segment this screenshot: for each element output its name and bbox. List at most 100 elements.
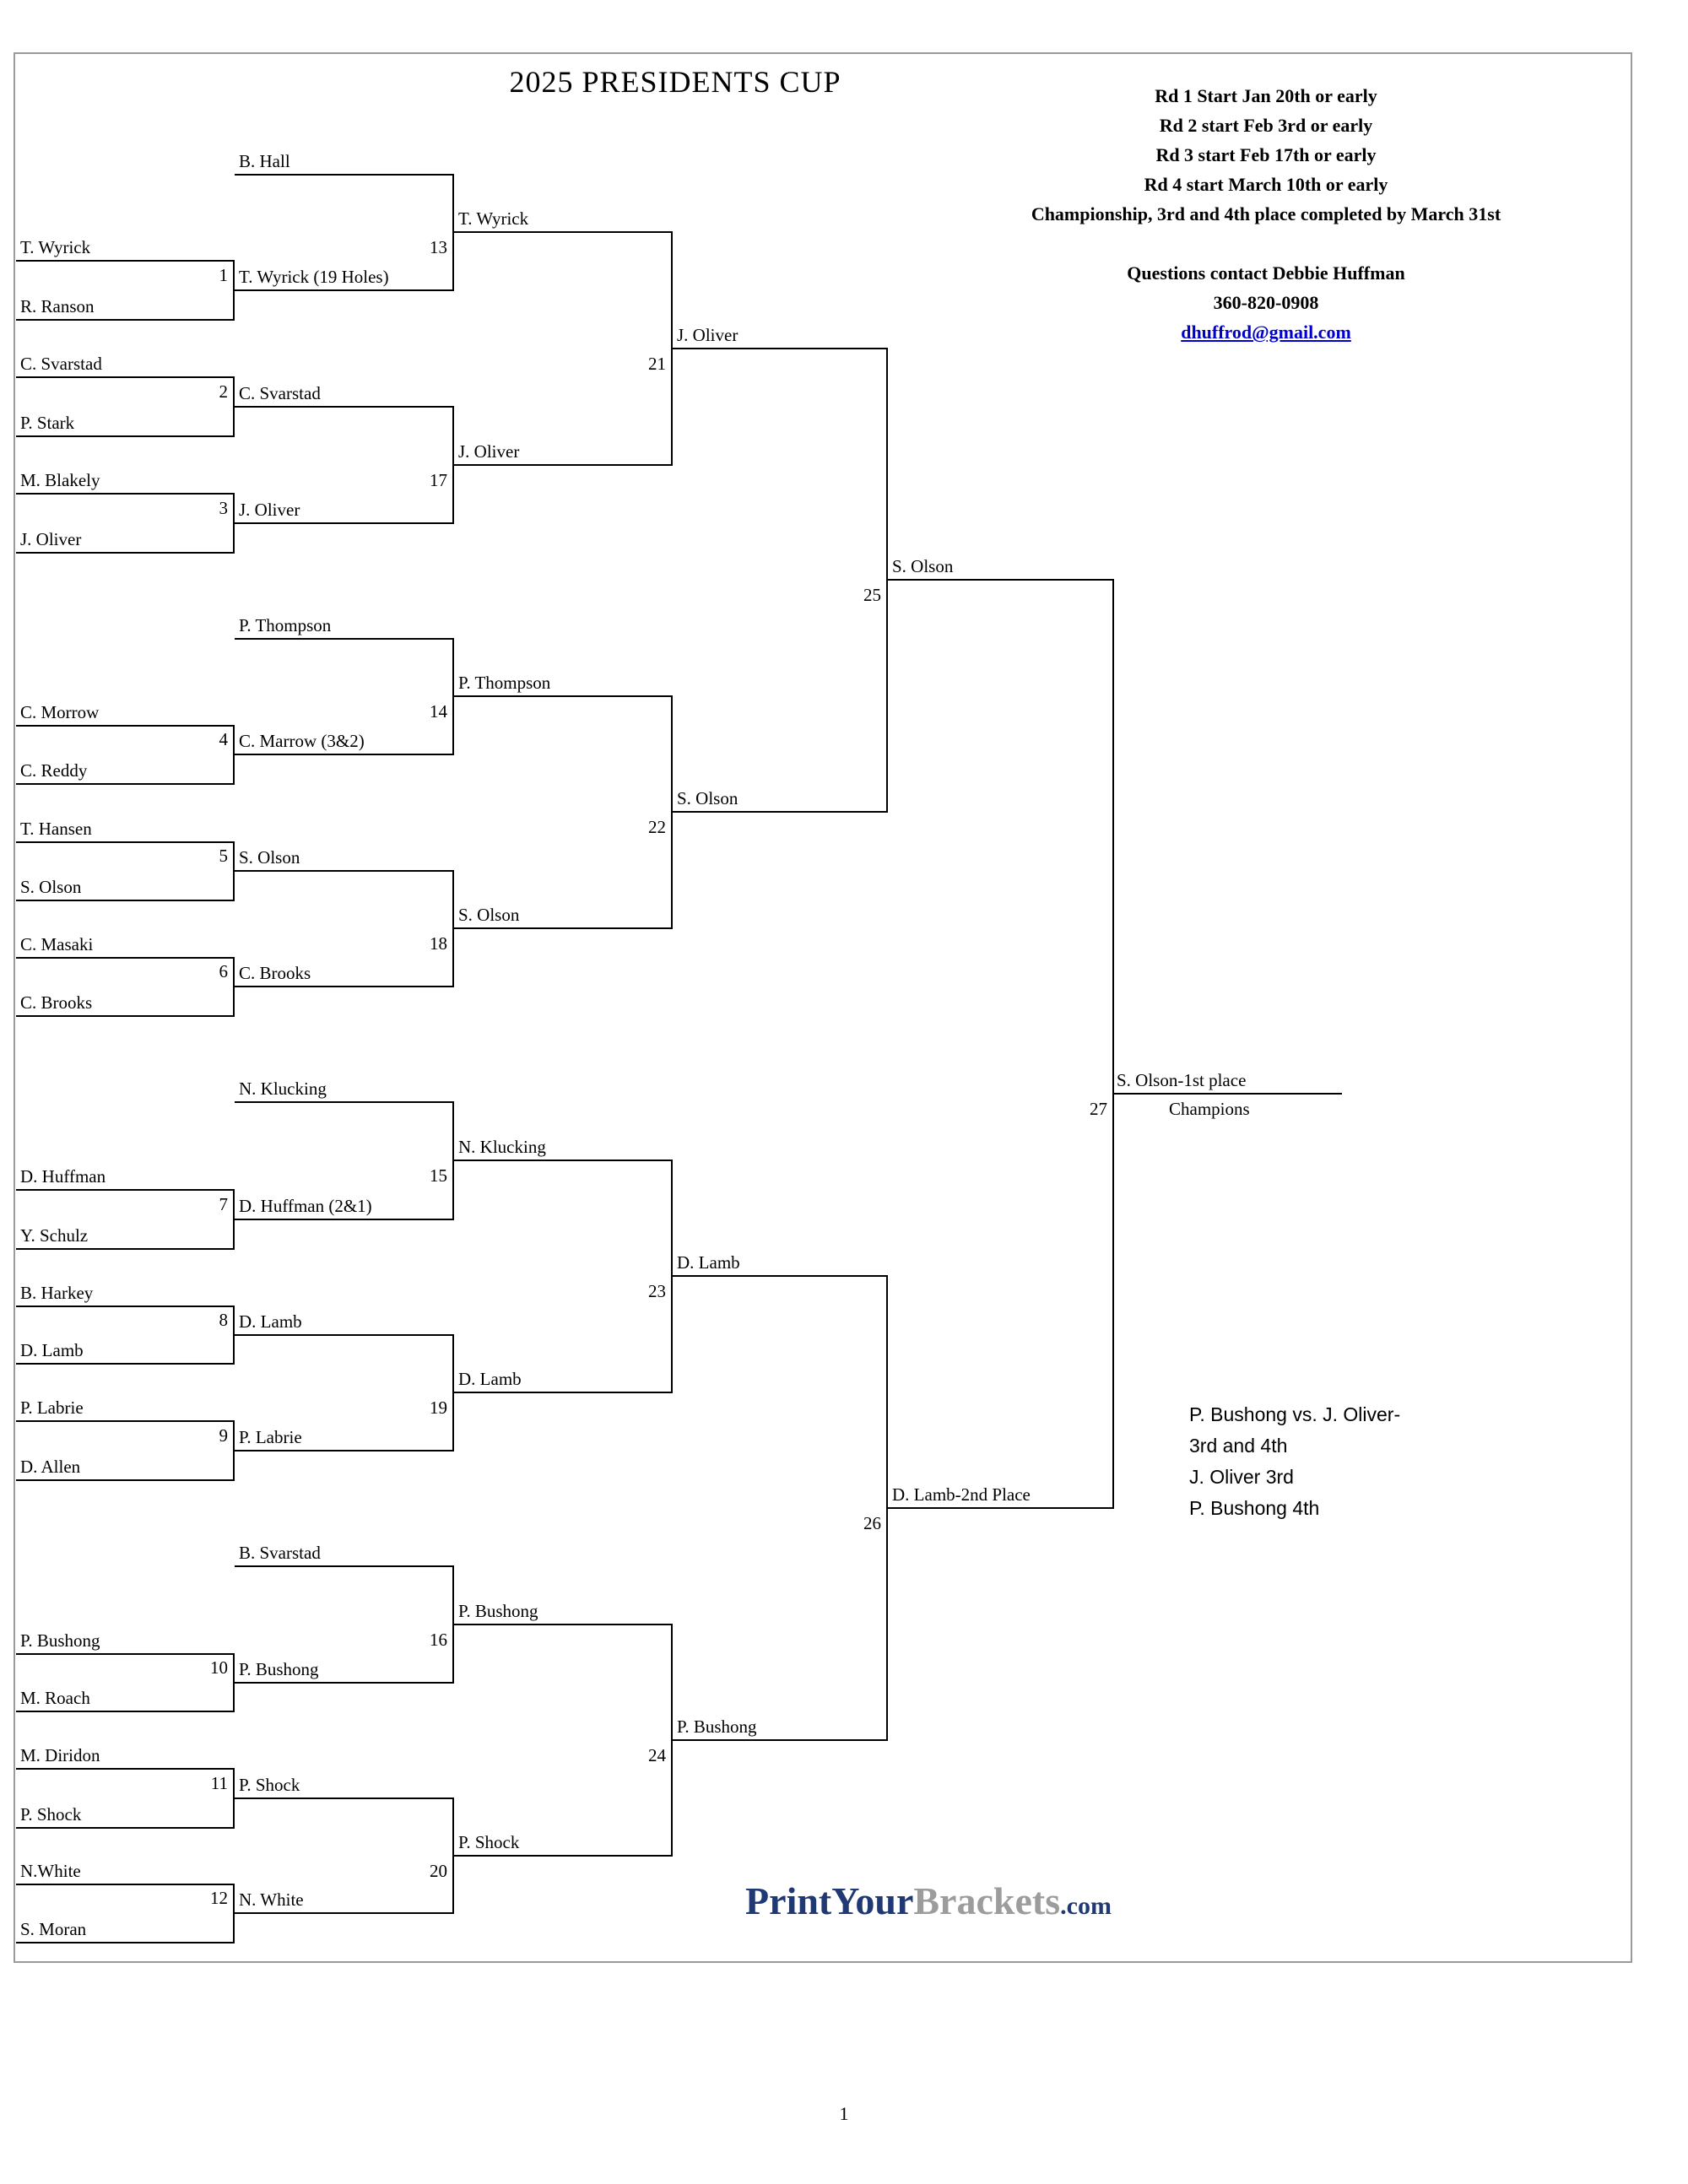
- winner-slot: N. White: [235, 1884, 452, 1914]
- player-slot: C. Brooks: [16, 987, 233, 1017]
- contact-name: Questions contact Debbie Huffman: [1127, 262, 1405, 284]
- match-number: 3: [219, 498, 229, 518]
- player-slot: Y. Schulz: [16, 1219, 233, 1250]
- bracket-connector: [671, 695, 673, 929]
- player-slot: T. Wyrick: [16, 231, 233, 262]
- bracket-connector: [233, 841, 235, 901]
- winner-slot: D. Lamb: [673, 1246, 886, 1277]
- match-number: 26: [863, 1513, 881, 1533]
- bracket-connector: [1112, 579, 1114, 1509]
- bracket-connector: [886, 1275, 888, 1741]
- player-name: J. Oliver: [677, 325, 738, 345]
- winner-slot: S. Olson: [673, 782, 886, 813]
- match-number: 15: [430, 1165, 447, 1186]
- bracket-connector: [233, 957, 235, 1017]
- winner-slot: P. Bushong: [235, 1653, 452, 1684]
- player-slot: M. Roach: [16, 1682, 233, 1712]
- player-slot: R. Ranson: [16, 290, 233, 321]
- bracket-connector: [233, 1653, 235, 1712]
- player-slot: M. Blakely: [16, 464, 233, 495]
- player-name: D. Lamb: [239, 1311, 302, 1332]
- winner-slot: P. Bushong: [454, 1595, 671, 1625]
- player-name: P. Bushong: [458, 1601, 538, 1621]
- player-slot: M. Diridon: [16, 1739, 233, 1770]
- winner-slot: J. Oliver: [673, 319, 886, 349]
- winner-slot: S. Olson: [888, 550, 1112, 581]
- match-number: 4: [219, 729, 229, 749]
- player-name: N.White: [20, 1861, 81, 1881]
- player-name: C. Marrow (3&2): [239, 731, 365, 751]
- winner-slot: S. Olson: [235, 841, 452, 872]
- winner-slot: P. Labrie: [235, 1421, 452, 1451]
- player-slot: J. Oliver: [16, 523, 233, 554]
- winner-slot: P. Shock: [454, 1826, 671, 1857]
- player-name: C. Masaki: [20, 934, 94, 954]
- player-name: M. Blakely: [20, 470, 100, 490]
- match-number: 5: [219, 846, 229, 866]
- champion-slot: S. Olson-1st place: [1112, 1064, 1342, 1095]
- player-name: B. Harkey: [20, 1283, 94, 1303]
- player-slot: T. Hansen: [16, 813, 233, 843]
- contact-email-link[interactable]: dhuffrod@gmail.com: [1181, 322, 1351, 343]
- player-name: P. Bushong: [20, 1630, 100, 1651]
- match-number: 16: [430, 1630, 447, 1650]
- bracket-connector: [233, 493, 235, 554]
- tournament-title: 2025 PRESIDENTS CUP: [509, 65, 841, 99]
- match-number: 12: [210, 1888, 228, 1908]
- winner-slot: C. Svarstad: [235, 377, 452, 408]
- bracket-connector: [886, 348, 888, 813]
- schedule-line: Rd 1 Start Jan 20th or early: [1155, 85, 1377, 106]
- player-name: P. Shock: [458, 1832, 520, 1852]
- match-number: 22: [648, 817, 666, 837]
- player-name: S. Olson: [677, 788, 738, 808]
- footer-logo: PrintYourBrackets.com: [464, 1879, 1393, 1923]
- match-number: 20: [430, 1861, 447, 1881]
- match-number: 23: [648, 1281, 666, 1301]
- bracket-connector: [233, 1768, 235, 1829]
- player-name: R. Ranson: [20, 296, 95, 316]
- winner-slot: C. Brooks: [235, 957, 452, 987]
- winner-slot: P. Thompson: [454, 667, 671, 697]
- player-slot: N.White: [16, 1855, 233, 1885]
- winner-slot: C. Marrow (3&2): [235, 725, 452, 755]
- player-name: P. Bushong: [677, 1716, 757, 1737]
- winner-slot: D. Lamb: [235, 1306, 452, 1336]
- match-number: 7: [219, 1194, 229, 1214]
- bracket-connector: [233, 376, 235, 437]
- bracket-connector: [671, 1624, 673, 1857]
- match-number: 14: [430, 701, 447, 722]
- bracket-connector: [452, 638, 454, 755]
- player-slot: P. Bushong: [16, 1624, 233, 1655]
- player-name: J. Oliver: [239, 500, 300, 520]
- player-slot: P. Shock: [16, 1798, 233, 1829]
- winner-slot: P. Shock: [235, 1769, 452, 1799]
- note-line: P. Bushong 4th: [1189, 1497, 1320, 1519]
- bye-slot: B. Hall: [235, 145, 452, 176]
- player-name: C. Brooks: [20, 992, 93, 1013]
- third-place-note: P. Bushong vs. J. Oliver- 3rd and 4th J.…: [1189, 1399, 1400, 1524]
- player-name: S. Olson: [239, 847, 300, 868]
- bracket-connector: [233, 1884, 235, 1943]
- player-name: D. Lamb: [677, 1252, 740, 1273]
- note-line: P. Bushong vs. J. Oliver-: [1189, 1403, 1401, 1425]
- winner-slot: J. Oliver: [235, 494, 452, 524]
- match-number: 9: [219, 1425, 229, 1446]
- player-name: T. Wyrick (19 Holes): [239, 267, 389, 287]
- logo-brackets: Brackets: [913, 1879, 1061, 1922]
- player-name: D. Lamb: [458, 1369, 522, 1389]
- match-number: 10: [210, 1657, 228, 1678]
- player-slot: D. Lamb: [16, 1334, 233, 1365]
- schedule-line: Championship, 3rd and 4th place complete…: [1031, 203, 1501, 224]
- winner-slot: T. Wyrick: [454, 203, 671, 233]
- winner-slot: T. Wyrick (19 Holes): [235, 261, 452, 291]
- player-name: T. Wyrick: [20, 237, 91, 257]
- player-name: J. Oliver: [20, 529, 82, 549]
- player-slot: B. Harkey: [16, 1277, 233, 1307]
- player-slot: P. Labrie: [16, 1392, 233, 1422]
- schedule-line: Rd 3 start Feb 17th or early: [1155, 144, 1377, 165]
- player-slot: C. Reddy: [16, 754, 233, 785]
- bracket-connector: [452, 406, 454, 524]
- match-number: 17: [430, 470, 447, 490]
- logo-printyour: PrintYour: [745, 1879, 914, 1922]
- match-number: 21: [648, 354, 666, 374]
